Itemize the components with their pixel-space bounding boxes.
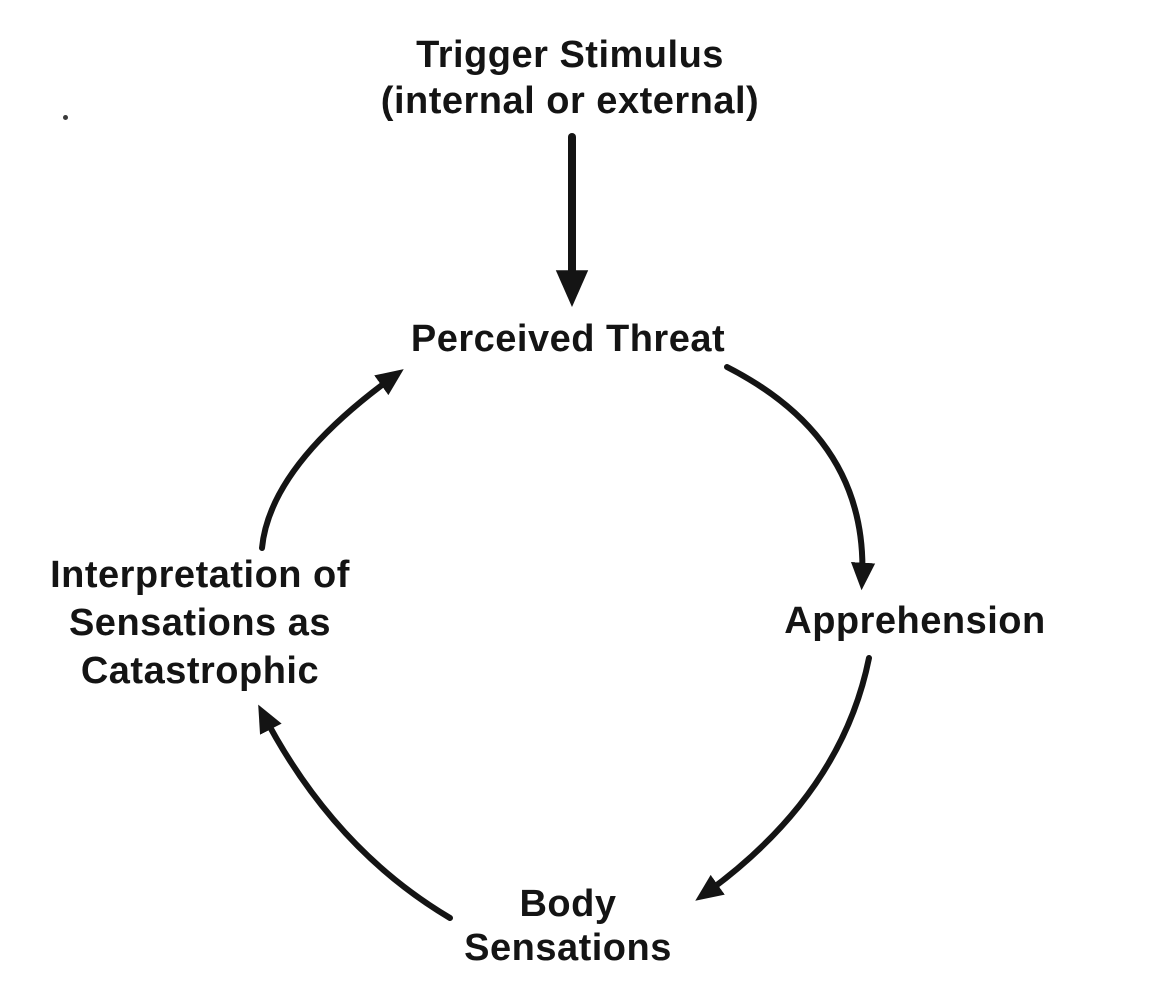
interpretation-line1: Interpretation of [50, 554, 350, 596]
interpretation-line2: Sensations as [68, 601, 332, 644]
interpretation-line3: Catastrophic [80, 649, 320, 692]
node-apprehension: Apprehension [784, 598, 1045, 644]
apprehension-label: Apprehension [784, 600, 1046, 642]
arrow-interpretation-to-perceived-threat [259, 369, 404, 551]
arrow-body-sensations-to-interpretation [258, 704, 453, 921]
node-interpretation: Interpretation of Sensations as Catastro… [50, 552, 350, 696]
scan-artifact-dot [63, 115, 68, 120]
node-perceived-threat: Perceived Threat [411, 316, 725, 362]
trigger-stimulus-line2: (internal or external) [380, 80, 760, 123]
trigger-stimulus-line1: Trigger Stimulus [416, 34, 724, 76]
perceived-threat-label: Perceived Threat [410, 318, 726, 360]
body-sensations-line1: Body [519, 883, 617, 925]
node-trigger-stimulus: Trigger Stimulus (internal or external) [381, 32, 759, 125]
arrow-perceived-threat-to-apprehension [724, 364, 876, 591]
body-sensations-line2: Sensations [464, 927, 672, 970]
arrow-apprehension-to-body-sensations [695, 655, 872, 901]
node-body-sensations: Body Sensations [464, 882, 672, 970]
